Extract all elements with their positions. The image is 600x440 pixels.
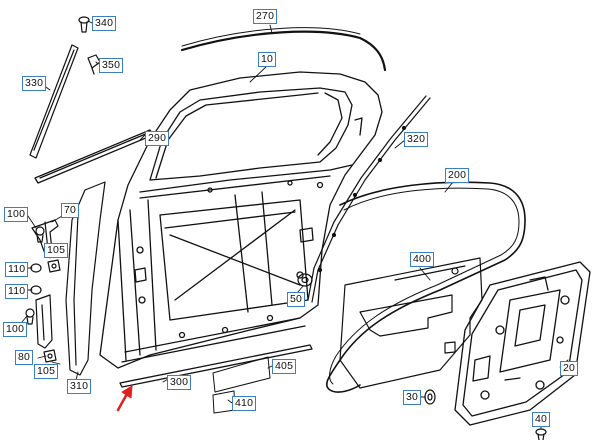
callout-110-upper[interactable]: 110 bbox=[5, 262, 29, 277]
callout-100-upper[interactable]: 100 bbox=[4, 207, 29, 222]
grommet-part bbox=[297, 273, 313, 287]
callout-70[interactable]: 70 bbox=[61, 203, 80, 218]
lower-hinge bbox=[25, 294, 57, 363]
callout-105-lower[interactable]: 105 bbox=[34, 364, 59, 379]
callout-80[interactable]: 80 bbox=[15, 350, 34, 365]
belt-seal bbox=[34, 129, 154, 184]
sill-strip bbox=[119, 344, 313, 388]
rear-edge-seal bbox=[307, 95, 431, 303]
callout-350[interactable]: 350 bbox=[99, 58, 124, 73]
callout-270[interactable]: 270 bbox=[253, 9, 278, 24]
module-screw bbox=[535, 428, 547, 440]
callout-105-upper[interactable]: 105 bbox=[44, 243, 69, 258]
callout-300[interactable]: 300 bbox=[167, 375, 192, 390]
callout-30[interactable]: 30 bbox=[403, 390, 422, 405]
callout-50[interactable]: 50 bbox=[287, 292, 306, 307]
trim-panel bbox=[339, 257, 483, 389]
hinge-caps bbox=[30, 263, 42, 295]
screw-part bbox=[78, 16, 90, 33]
callout-410[interactable]: 410 bbox=[232, 396, 257, 411]
callout-110-lower[interactable]: 110 bbox=[5, 284, 29, 299]
callout-20[interactable]: 20 bbox=[560, 361, 579, 376]
callout-10[interactable]: 10 bbox=[258, 52, 277, 67]
callout-310[interactable]: 310 bbox=[67, 379, 92, 394]
plug-part bbox=[424, 389, 436, 405]
callout-405[interactable]: 405 bbox=[272, 359, 297, 374]
callout-330[interactable]: 330 bbox=[22, 76, 47, 91]
callout-40[interactable]: 40 bbox=[532, 412, 551, 427]
callout-320[interactable]: 320 bbox=[404, 132, 429, 147]
pillar-trim bbox=[29, 44, 79, 159]
roof-seal-strip bbox=[180, 27, 387, 72]
indicator-arrow bbox=[116, 385, 133, 412]
callout-200[interactable]: 200 bbox=[445, 168, 470, 183]
callout-290[interactable]: 290 bbox=[145, 131, 170, 146]
door-seal bbox=[325, 181, 526, 393]
callout-340[interactable]: 340 bbox=[92, 16, 117, 31]
callout-400[interactable]: 400 bbox=[410, 252, 435, 267]
door-module bbox=[454, 261, 591, 426]
hinge-side-seal bbox=[65, 181, 106, 376]
door-shell bbox=[99, 71, 383, 369]
callout-100-lower[interactable]: 100 bbox=[3, 322, 28, 337]
hinge-nut-upper bbox=[47, 259, 61, 273]
